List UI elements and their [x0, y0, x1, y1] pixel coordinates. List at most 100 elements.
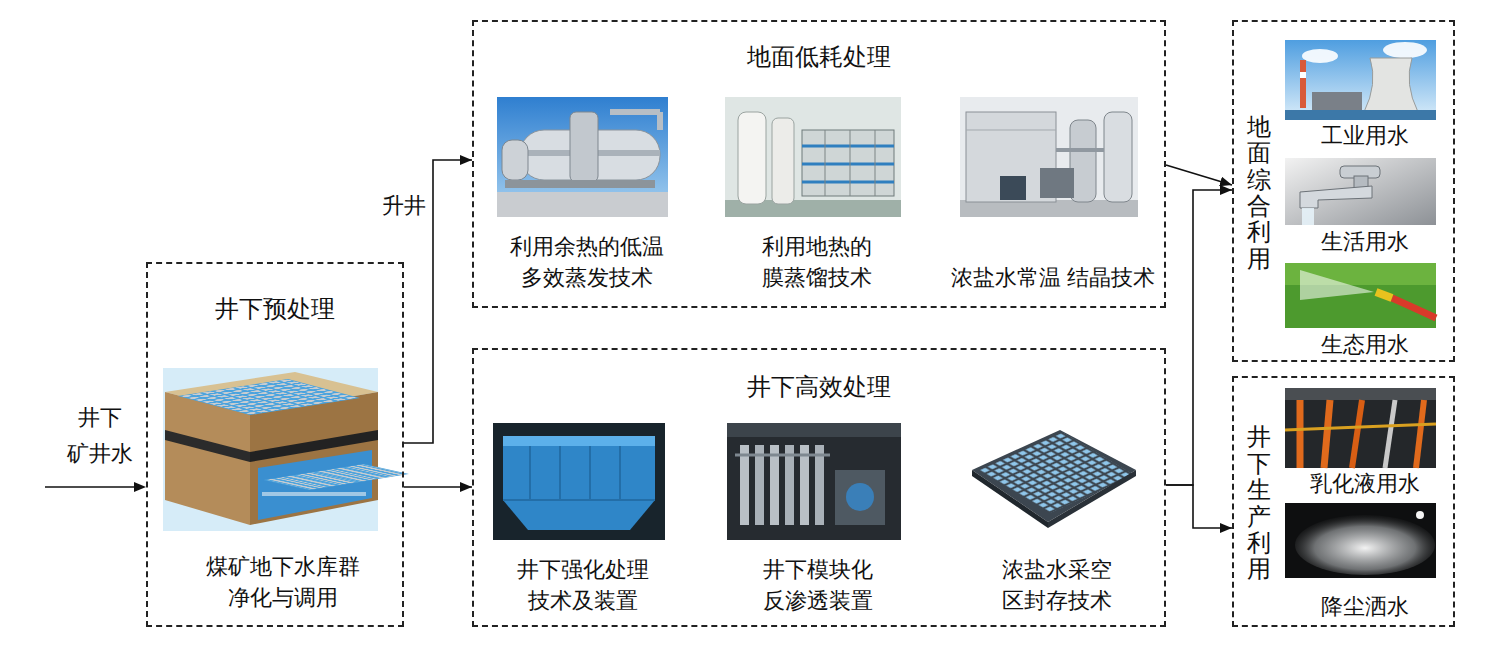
- illustration-shape: [735, 454, 830, 457]
- illustration-shape: [727, 423, 901, 540]
- flow-arrow: [404, 486, 472, 488]
- illustration-shape: [505, 180, 655, 188]
- illustration-shape: [497, 192, 668, 217]
- group-title: 井下高效处理: [474, 372, 1164, 402]
- illustration-shape: [770, 445, 779, 525]
- illustration-shape: [529, 446, 531, 500]
- technology-card: 浓盐水常温 结晶技术: [950, 90, 1156, 295]
- illustration-shape: [1302, 49, 1338, 63]
- illustration-shape: [972, 430, 1136, 522]
- illustration-shape: [738, 112, 766, 204]
- process-group: 地面低耗处理利用余热的低温 多效蒸发技术利用地热的 膜蒸馏技术浓盐水常温 结晶技…: [472, 20, 1166, 308]
- technology-card: 井下强化处理 技术及装置: [483, 418, 683, 618]
- illustration-shape: [1285, 263, 1436, 328]
- illustration-shape: [619, 446, 621, 500]
- item-caption: 利用余热的低温 多效蒸发技术: [487, 231, 687, 293]
- technology-card: 利用余热的低温 多效蒸发技术: [487, 90, 687, 295]
- illustration-shape: [1392, 298, 1436, 318]
- illustration-shape: [497, 97, 668, 217]
- goaf-illustration: [967, 423, 1138, 540]
- vertical-title: 地面综合利用: [1247, 114, 1271, 272]
- use-item: 降尘洒水: [1280, 500, 1450, 621]
- support-illustration: [1285, 388, 1436, 468]
- flow-arrow: [1166, 190, 1232, 485]
- illustration-shape: [1302, 208, 1314, 225]
- illustration-shape: [850, 130, 851, 196]
- technology-card: 利用地热的 膜蒸馏技术: [713, 90, 921, 295]
- illustration-shape: [1285, 110, 1436, 120]
- use-item: 生活用水: [1280, 152, 1450, 256]
- item-caption: 煤矿地下水库群 净化与调用: [158, 551, 408, 613]
- illustration-shape: [1056, 148, 1104, 152]
- flow-arrow: [1166, 165, 1232, 185]
- illustration-shape: [815, 445, 824, 525]
- input-label: 井下 矿井水: [52, 400, 148, 472]
- input-arrow: [45, 482, 146, 492]
- item-caption: 乳化液用水: [1280, 470, 1450, 498]
- illustration-shape: [755, 445, 764, 525]
- illustration-shape: [1040, 168, 1074, 198]
- illustration-shape: [727, 423, 901, 437]
- lawn-illustration: [1285, 263, 1436, 328]
- illustration-shape: [610, 109, 660, 115]
- item-caption: 井下模块化 反渗透装置: [717, 554, 919, 616]
- illustration-shape: [503, 436, 655, 446]
- ro-illustration: [727, 423, 901, 540]
- illustration-shape: [1300, 72, 1306, 78]
- illustration-shape: [1300, 270, 1374, 300]
- illustration-shape: [1285, 158, 1436, 225]
- illustration-shape: [972, 470, 1048, 528]
- illustration-shape: [503, 499, 655, 501]
- group-title: 井下预处理: [148, 294, 402, 324]
- illustration-shape: [1312, 92, 1362, 110]
- illustration-shape: [846, 483, 874, 511]
- illustration-shape: [264, 464, 409, 490]
- use-group: 井下生产利用乳化液用水降尘洒水: [1232, 376, 1455, 627]
- item-caption: 工业用水: [1280, 122, 1450, 150]
- illustration-shape: [960, 200, 1138, 217]
- illustration-shape: [570, 112, 598, 182]
- illustration-shape: [1104, 112, 1132, 202]
- illustration-shape: [1300, 60, 1306, 108]
- group-title: 地面低耗处理: [474, 42, 1164, 72]
- evaporator-illustration: [497, 97, 668, 217]
- item-caption: 利用地热的 膜蒸馏技术: [713, 231, 921, 293]
- use-item: 乳化液用水: [1280, 384, 1450, 498]
- item-caption: 生态用水: [1280, 331, 1450, 359]
- illustration-shape: [1383, 42, 1427, 58]
- illustration-shape: [1285, 388, 1436, 468]
- illustration-shape: [802, 163, 894, 166]
- illustration-shape: [800, 445, 809, 525]
- illustration-shape: [725, 97, 901, 217]
- illustration-shape: [493, 423, 665, 540]
- process-group: 井下预处理煤矿地下水库群 净化与调用: [146, 262, 404, 627]
- technology-card: 煤矿地下水库群 净化与调用: [158, 360, 408, 615]
- illustration-shape: [802, 181, 894, 184]
- crystallizer-illustration: [960, 97, 1138, 217]
- illustration-shape: [1297, 400, 1304, 468]
- spray-illustration: [1285, 503, 1436, 578]
- illustration-shape: [1285, 388, 1436, 400]
- illustration-shape: [1416, 400, 1424, 468]
- item-caption: 浓盐水常温 结晶技术: [950, 262, 1156, 293]
- edge-label: 升井: [360, 192, 426, 220]
- illustration-shape: [163, 368, 378, 531]
- illustration-shape: [657, 112, 663, 130]
- illustration-shape: [45, 486, 136, 488]
- illustration-shape: [503, 436, 655, 530]
- item-caption: 井下强化处理 技术及装置: [483, 554, 683, 616]
- illustration-shape: [802, 130, 894, 196]
- illustration-shape: [825, 130, 826, 196]
- item-caption: 浓盐水采空 区封存技术: [957, 554, 1157, 616]
- illustration-shape: [178, 379, 360, 415]
- illustration-shape: [1285, 503, 1436, 578]
- use-group: 地面综合利用工业用水生活用水生态用水: [1232, 20, 1455, 362]
- illustration-shape: [559, 446, 561, 500]
- illustration-shape: [802, 145, 894, 148]
- illustration-shape: [589, 446, 591, 500]
- illustration-shape: [1048, 470, 1136, 528]
- flow-arrow: [1166, 485, 1232, 528]
- illustration-shape: [1416, 511, 1424, 519]
- illustration-shape: [772, 118, 794, 204]
